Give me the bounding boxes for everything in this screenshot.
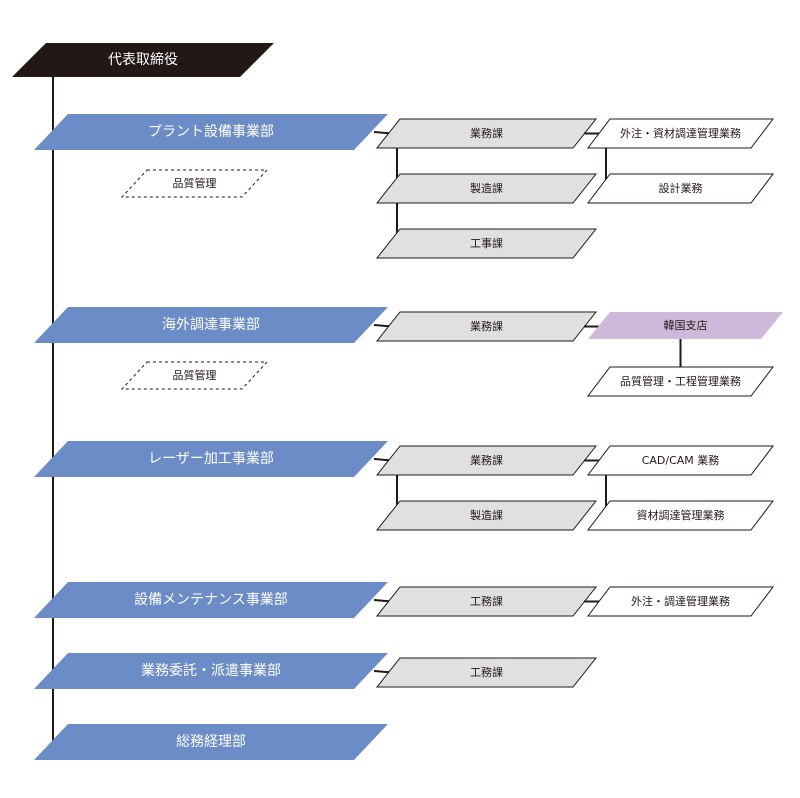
division-maintenance-label: 設備メンテナンス事業部	[134, 592, 288, 608]
task-plant-1-label: 設計業務	[659, 181, 703, 195]
branch-task-0-label: 品質管理・工程管理業務	[620, 374, 741, 388]
branch-overseas-shape	[588, 312, 783, 339]
head-shape	[12, 43, 274, 77]
division-dispatch-label: 業務委託・派遣事業部	[141, 663, 281, 679]
section-overseas-0-shape	[375, 311, 598, 342]
division-general-label: 総務経理部	[176, 734, 246, 750]
section-laser-1-label: 製造課	[470, 508, 503, 522]
section-laser-0-shape	[375, 445, 598, 476]
task-plant-1-shape	[586, 173, 775, 204]
section-plant-0-label: 業務課	[470, 126, 503, 140]
division-dispatch-shape	[34, 653, 388, 689]
note-overseas-label: 品質管理	[173, 368, 217, 382]
section-dispatch-0-label: 工務課	[470, 665, 503, 679]
task-plant-0-shape	[586, 118, 775, 149]
task-laser-0-label: CAD/CAM 業務	[642, 453, 720, 467]
section-plant-1-shape	[375, 173, 598, 204]
section-dispatch-0-shape	[375, 657, 598, 688]
section-laser-0-label: 業務課	[470, 453, 503, 467]
note-plant-label: 品質管理	[173, 176, 217, 190]
division-general-shape	[34, 724, 388, 760]
division-plant-label: プラント設備事業部	[148, 124, 274, 140]
division-laser-label: レーザー加工事業部	[148, 451, 274, 467]
task-maintenance-0-shape	[586, 586, 775, 617]
task-laser-0-shape	[586, 445, 775, 476]
section-plant-0-shape	[375, 118, 598, 149]
division-overseas-shape	[34, 307, 388, 343]
section-plant-2-shape	[375, 228, 598, 259]
section-maintenance-0-shape	[375, 586, 598, 617]
task-maintenance-0-label: 外注・調達管理業務	[631, 594, 730, 608]
head-label: 代表取締役	[108, 51, 178, 68]
division-maintenance-shape	[34, 582, 388, 618]
task-plant-0-label: 外注・資材調達管理業務	[620, 126, 741, 140]
task-laser-1-shape	[586, 500, 775, 531]
section-maintenance-0-label: 工務課	[470, 594, 503, 608]
section-plant-1-label: 製造課	[470, 181, 503, 195]
note-overseas-shape	[120, 361, 269, 390]
section-plant-2-label: 工事課	[470, 236, 503, 250]
branch-overseas-label: 韓国支店	[664, 318, 708, 332]
division-overseas-label: 海外調達事業部	[162, 317, 260, 333]
section-overseas-0-label: 業務課	[470, 319, 503, 333]
task-laser-1-label: 資材調達管理業務	[637, 508, 725, 522]
note-plant-shape	[120, 169, 269, 198]
branch-task-0-shape	[586, 366, 775, 397]
division-laser-shape	[34, 441, 388, 477]
section-laser-1-shape	[375, 500, 598, 531]
division-plant-shape	[34, 114, 388, 150]
